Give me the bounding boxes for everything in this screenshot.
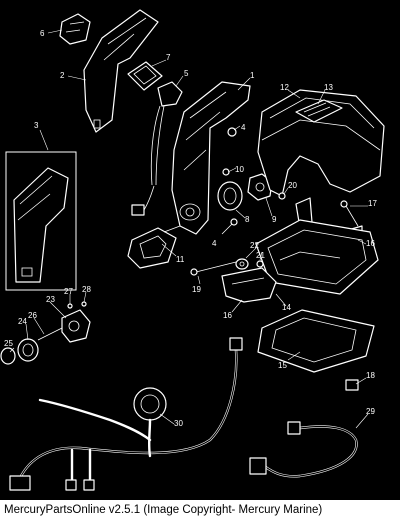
part-13-label (295, 99, 343, 123)
callout-8: 8 (245, 215, 250, 224)
callout-16-right: 16 (366, 239, 375, 248)
callout-29: 29 (366, 407, 375, 416)
callout-10: 10 (235, 165, 244, 174)
leader-lines (9, 29, 369, 429)
callout-19: 19 (192, 285, 201, 294)
callout-22: 22 (250, 241, 259, 250)
part-12-housing-cover (257, 89, 385, 197)
callout-20: 20 (288, 181, 297, 190)
callout-16-lower: 16 (223, 311, 232, 320)
part-16-bracket-lower (221, 267, 277, 303)
part-2-handle-cover (83, 9, 159, 133)
part-3-inset (5, 151, 77, 291)
callout-3: 3 (34, 121, 39, 130)
callout-17: 17 (368, 199, 377, 208)
callout-21: 21 (256, 251, 265, 260)
callout-6: 6 (40, 29, 45, 38)
part-26-shaft (37, 327, 63, 341)
callout-7: 7 (166, 53, 171, 62)
part-28-screw (81, 301, 87, 307)
part-9-gear (247, 173, 273, 201)
callout-23: 23 (46, 295, 55, 304)
callout-12: 12 (280, 83, 289, 92)
part-18-screw (345, 379, 359, 391)
part-25-knob (0, 347, 16, 365)
callout-4-upper: 4 (241, 123, 246, 132)
part-5-switch (131, 81, 183, 216)
part-7-gasket (127, 61, 163, 91)
part-8-bushing (217, 181, 243, 211)
callout-26: 26 (28, 311, 37, 320)
part-1-control-handle (171, 81, 251, 235)
part-27-screw (67, 303, 73, 309)
callout-30: 30 (174, 419, 183, 428)
callout-1: 1 (250, 71, 255, 80)
callout-11: 11 (176, 255, 185, 264)
callout-5: 5 (184, 69, 189, 78)
callout-15: 15 (278, 361, 287, 370)
callout-2: 2 (60, 71, 65, 80)
exploded-parts-diagram: 1 2 3 4 4 5 6 7 8 9 10 11 12 13 14 15 16… (0, 9, 385, 491)
part-17-screw (340, 200, 359, 227)
part-22-washer (235, 258, 249, 270)
part-30-wire-harness (9, 337, 243, 491)
part-11-plate (127, 225, 181, 269)
part-6-cap (59, 13, 91, 45)
part-29-extension-cable (249, 421, 358, 478)
callout-4-lower: 4 (212, 239, 217, 248)
part-10-pin (222, 168, 230, 176)
callout-18: 18 (366, 371, 375, 380)
callout-14: 14 (282, 303, 291, 312)
copyright-caption: MercuryPartsOnline v2.5.1 (Image Copyrig… (0, 500, 400, 521)
part-24-spacer (17, 338, 39, 362)
callout-9: 9 (272, 215, 277, 224)
part-21-nut (256, 260, 264, 268)
part-4-screw-lower (221, 218, 238, 235)
part-23-switch-body (61, 309, 91, 343)
callout-25: 25 (4, 339, 13, 348)
callout-24: 24 (18, 317, 27, 326)
part-20-screw (278, 192, 286, 200)
part-19-bolt (190, 261, 237, 276)
callout-27: 27 (64, 287, 73, 296)
callout-28: 28 (82, 285, 91, 294)
part-15-gasket-plate (257, 309, 375, 373)
callout-13: 13 (324, 83, 333, 92)
